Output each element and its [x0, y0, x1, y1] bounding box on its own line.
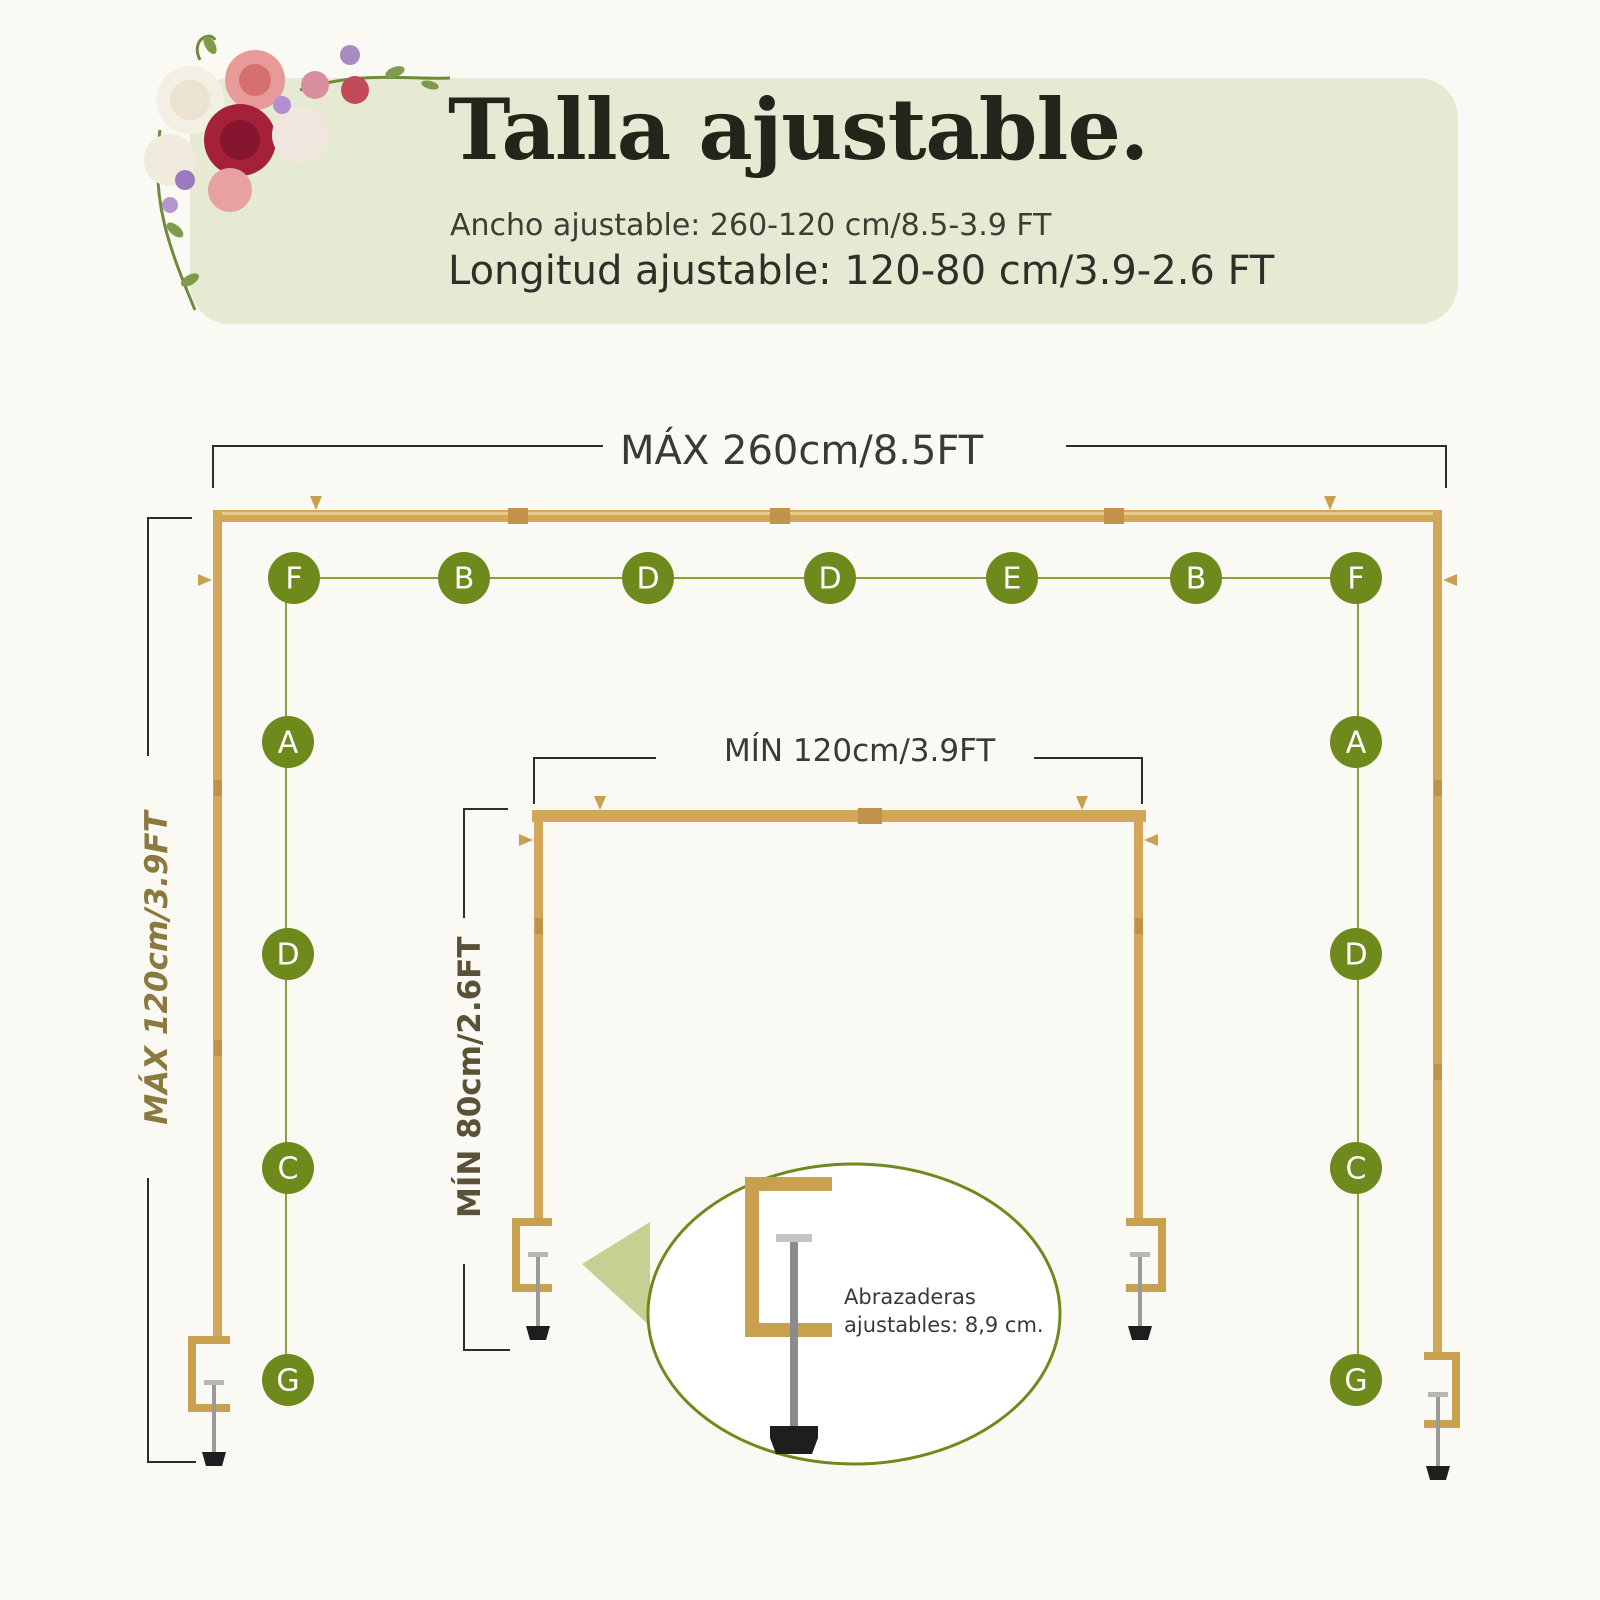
clamp-callout-line2: ajustables: 8,9 cm. — [844, 1313, 1044, 1337]
small-frame — [519, 796, 1158, 1222]
part-node-circle — [1330, 1354, 1382, 1406]
part-node-circle — [1330, 716, 1382, 768]
part-node-left-column-4: G — [262, 1354, 314, 1406]
clamp-small-right — [1126, 1218, 1166, 1340]
clamp-callout-line1: Abrazaderas — [844, 1285, 976, 1309]
part-node-circle — [262, 928, 314, 980]
part-node-circle — [1330, 552, 1382, 604]
min-width-label: MÍN 120cm/3.9FT — [724, 733, 996, 769]
part-node-right-column-2: D — [1330, 928, 1382, 980]
part-node-label: D — [1344, 938, 1367, 973]
part-node-label: G — [1344, 1364, 1367, 1399]
part-node-label: D — [818, 562, 841, 597]
min-height-bracket — [463, 808, 510, 1351]
part-node-circle — [1170, 552, 1222, 604]
min-height-label: MÍN 80cm/2.6FT — [452, 936, 488, 1219]
part-node-label: F — [1347, 562, 1364, 597]
part-node-left-column-1: A — [262, 716, 314, 768]
part-node-label: C — [278, 1152, 299, 1187]
part-node-right-column-3: C — [1330, 1142, 1382, 1194]
part-node-circle — [1330, 1142, 1382, 1194]
part-node-top-row-2: B — [438, 552, 490, 604]
clamp-large-left — [188, 1336, 230, 1466]
page-title: Talla ajustable. — [448, 80, 1149, 179]
part-node-label: A — [278, 726, 299, 761]
part-node-circle — [268, 552, 320, 604]
min-width-bracket — [533, 757, 1143, 804]
clamp-small-left — [512, 1218, 552, 1340]
adjustable-width-text: Ancho ajustable: 260-120 cm/8.5-3.9 FT — [450, 208, 1052, 243]
part-node-left-column-3: C — [262, 1142, 314, 1194]
part-node-circle — [262, 1354, 314, 1406]
clamp-callout-text: Abrazaderas ajustables: 8,9 cm. — [844, 1283, 1044, 1339]
part-label-nodes: F B D D E B F A D C G A D C G — [262, 552, 1382, 1406]
part-node-top-row-4: D — [804, 552, 856, 604]
max-height-bracket — [147, 517, 196, 1463]
part-node-circle — [262, 1142, 314, 1194]
part-node-circle — [438, 552, 490, 604]
header-banner — [190, 78, 1458, 324]
large-frame — [198, 496, 1457, 1356]
part-node-circle — [262, 716, 314, 768]
adjustable-length-text: Longitud ajustable: 120-80 cm/3.9-2.6 FT — [448, 248, 1275, 294]
clamp-callout — [582, 1162, 1062, 1466]
part-node-label: B — [1186, 562, 1207, 597]
part-node-top-row-7: F — [1330, 552, 1382, 604]
part-node-label: G — [276, 1364, 299, 1399]
part-node-label: D — [276, 938, 299, 973]
clamp-large-right — [1424, 1352, 1460, 1480]
part-node-circle — [622, 552, 674, 604]
part-node-top-row-6: B — [1170, 552, 1222, 604]
part-node-label: E — [1003, 562, 1022, 597]
part-node-circle — [1330, 928, 1382, 980]
part-node-label: D — [636, 562, 659, 597]
part-node-top-row-3: D — [622, 552, 674, 604]
part-node-right-column-4: G — [1330, 1354, 1382, 1406]
part-node-top-row-5: E — [986, 552, 1038, 604]
part-node-label: A — [1346, 726, 1367, 761]
max-height-label: MÁX 120cm/3.9FT — [139, 811, 175, 1125]
part-node-label: C — [1346, 1152, 1367, 1187]
max-width-label: MÁX 260cm/8.5FT — [620, 428, 984, 474]
part-node-right-column-1: A — [1330, 716, 1382, 768]
max-width-bracket — [212, 445, 1447, 488]
part-node-circle — [986, 552, 1038, 604]
part-node-top-row-1: F — [268, 552, 320, 604]
part-node-left-column-2: D — [262, 928, 314, 980]
part-node-label: F — [285, 562, 302, 597]
part-node-label: B — [454, 562, 475, 597]
part-node-circle — [804, 552, 856, 604]
